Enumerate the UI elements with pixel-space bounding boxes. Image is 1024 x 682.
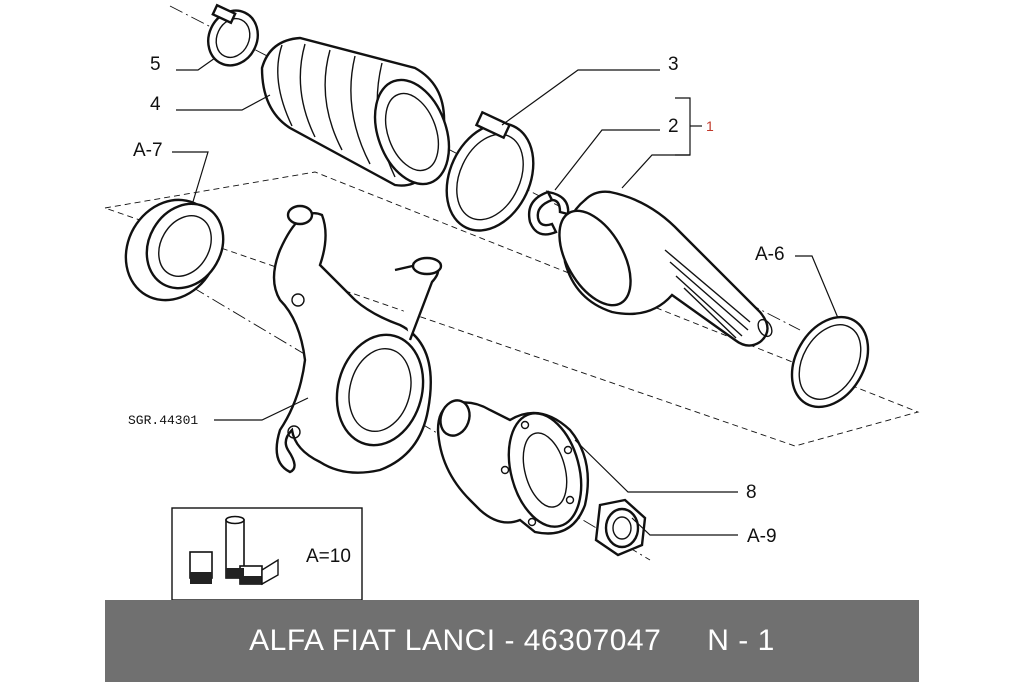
cv-joint: [558, 190, 773, 347]
kit-box: A=10: [171, 507, 363, 600]
wheel-hub: [436, 399, 590, 535]
circlip: [527, 190, 570, 236]
label-part-a7: A-7: [133, 140, 163, 161]
callout-a6: A-6: [755, 244, 839, 319]
label-part-2: 2: [668, 116, 679, 137]
callout-2: 2: [554, 116, 679, 191]
label-part-4: 4: [150, 94, 161, 115]
label-part-a6: A-6: [755, 244, 785, 265]
banner-number-text: N - 1: [707, 624, 775, 657]
label-ref-knuckle: SGR.44301: [128, 413, 198, 428]
large-clamp-ring: [445, 110, 535, 232]
exploded-parts-diagram: A=10 5 4 3 2 1 A-7 A-6 SGR.44301 8 A: [104, 3, 920, 600]
retaining-ring: [790, 315, 870, 409]
callout-sgr: SGR.44301: [128, 397, 309, 428]
callout-5: 5: [150, 54, 216, 75]
hub-nut: [594, 498, 647, 557]
callout-4: 4: [150, 94, 271, 115]
callout-3: 3: [501, 54, 679, 126]
oil-seal: [124, 198, 225, 302]
label-kit-count: A=10: [306, 546, 351, 567]
callout-a7: A-7: [133, 140, 209, 206]
callout-1: 1: [621, 97, 714, 189]
callout-8: 8: [574, 439, 757, 503]
label-part-3: 3: [668, 54, 679, 75]
kit-parts-icon: [189, 515, 279, 586]
callout-a9: A-9: [631, 517, 777, 547]
steering-knuckle: [272, 204, 443, 474]
label-part-5: 5: [150, 54, 161, 75]
joint-boot: [260, 36, 451, 187]
label-part-1: 1: [706, 118, 714, 134]
label-part-a9: A-9: [747, 526, 777, 547]
banner-part-text: ALFA FIAT LANCI - 46307047: [249, 624, 662, 657]
label-part-8: 8: [746, 482, 757, 503]
small-clamp-ring: [207, 3, 259, 67]
part-number-banner: ALFA FIAT LANCI - 46307047 N - 1: [105, 600, 919, 682]
mounting-plane: [104, 171, 920, 447]
